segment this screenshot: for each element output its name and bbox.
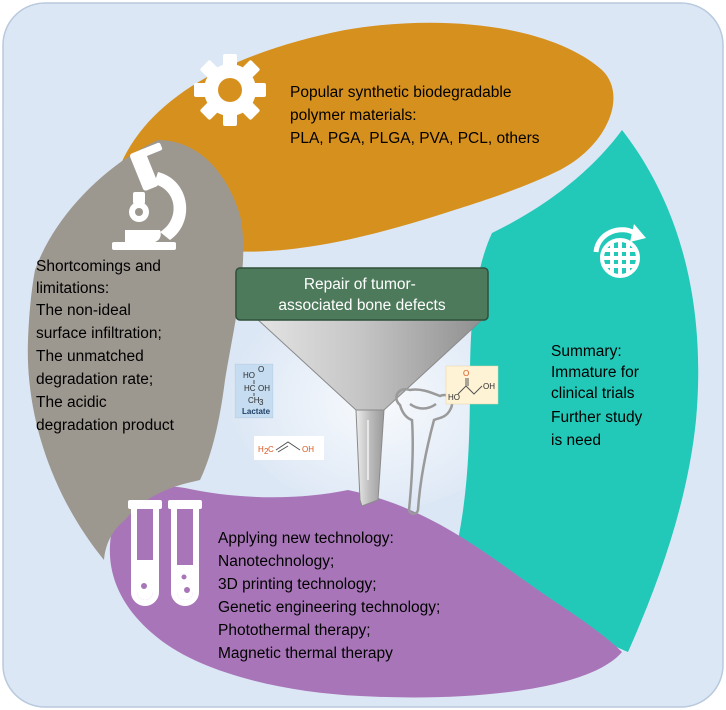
microscope-icon: [112, 142, 187, 250]
right-line-2: Immature for: [551, 364, 639, 381]
center-title: Repair of tumor- associated bone defects: [278, 276, 445, 314]
left-line-1: Shortcomings and: [36, 258, 161, 275]
gear-icon: [194, 54, 266, 126]
center-title-line-2: associated bone defects: [278, 297, 445, 314]
left-line-5: The unmatched: [36, 348, 144, 365]
right-line-3: clinical trials: [551, 385, 635, 402]
left-line-3: The non-ideal: [36, 302, 131, 319]
vinyl-atom-oh: OH: [302, 445, 314, 454]
right-line-1: Summary:: [551, 343, 622, 360]
lactate-atom-hc: HC: [244, 384, 256, 393]
left-line-6: degradation rate;: [36, 371, 153, 388]
right-segment-text: Summary: Immature for clinical trials Fu…: [551, 343, 647, 449]
globe-icon: [593, 224, 646, 278]
lactate-label: Lactate: [242, 407, 271, 416]
center-title-line-1: Repair of tumor-: [304, 276, 416, 293]
bottom-segment-text: Applying new technology: Nanotechnology;…: [218, 530, 445, 662]
lactate-atom-oh: OH: [258, 384, 270, 393]
left-line-7: The acidic: [36, 394, 107, 411]
lactate-atom-subscript: 3: [259, 398, 264, 407]
top-line-2: polymer materials:: [290, 107, 417, 124]
left-line-8: degradation product: [36, 417, 175, 434]
top-segment-text: Popular synthetic biodegradable polymer …: [290, 84, 540, 147]
bottom-line-5: Photothermal therapy;: [218, 622, 371, 639]
glycolic-atom-o: O: [463, 369, 469, 378]
lactate-atom-o: O: [258, 365, 264, 374]
test-tubes-icon: [128, 500, 202, 606]
segment-left: [27, 140, 244, 560]
glycolic-atom-oh: OH: [483, 382, 495, 391]
bone-implant-outline: [395, 387, 454, 515]
glycolic-atom-ho: HO: [448, 393, 460, 402]
vinyl-atom-c: C: [268, 445, 274, 454]
vinyl-atom-subscript: 2: [264, 447, 269, 456]
bottom-line-6: Magnetic thermal therapy: [218, 645, 393, 662]
vinyl-atom-h: H: [258, 445, 264, 454]
glycolic-acid-structure: O HO OH: [445, 365, 499, 405]
bottom-line-2: Nanotechnology;: [218, 553, 334, 570]
left-line-4: surface infiltration;: [36, 325, 162, 342]
lactate-atom-ch: CH: [248, 396, 260, 405]
segment-bottom: [109, 486, 622, 698]
left-segment-text: Shortcomings and limitations: The non-id…: [36, 258, 175, 434]
bottom-line-3: 3D printing technology;: [218, 576, 377, 593]
right-line-5: is need: [551, 432, 601, 449]
left-line-2: limitations:: [36, 280, 109, 297]
lactate-structure: HO O HC OH CH 3 Lactate: [234, 363, 274, 419]
bottom-line-1: Applying new technology:: [218, 530, 394, 547]
lactate-atom-ho: HO: [243, 371, 255, 380]
top-line-3: PLA, PGA, PLGA, PVA, PCL, others: [290, 130, 540, 147]
bottom-line-4: Genetic engineering technology;: [218, 599, 440, 616]
top-line-1: Popular synthetic biodegradable: [290, 84, 511, 101]
right-line-4: Further study: [551, 409, 643, 426]
vinyl-alcohol-structure: H 2 C OH: [254, 436, 324, 460]
center-title-box: Repair of tumor- associated bone defects: [235, 267, 489, 321]
